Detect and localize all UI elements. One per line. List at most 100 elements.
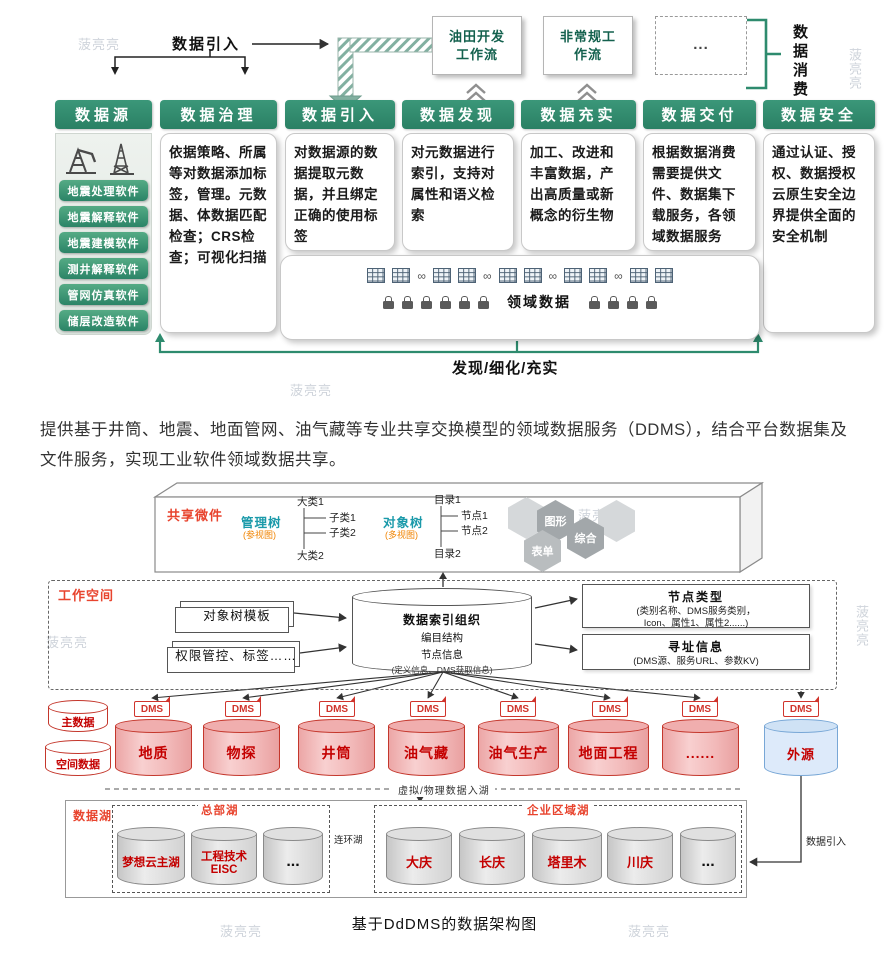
source-button-seismic-modeling: 地震建模软件 [59,232,148,253]
domain-data-box: ∞ ∞ ∞ ∞ 领域数据 [280,255,760,340]
dms-badge: DMS [500,696,536,717]
workspace-title: 工作空间 [58,588,115,603]
dms-badge: DMS [783,696,819,717]
card-data-discovery: 对元数据进行索引，支持对属性和语义检索 [402,133,514,251]
lake-cylinder-daqing: 大庆 [386,827,452,885]
link-infinity-icon: ∞ [614,268,623,283]
table-icon [523,268,542,283]
watermark: 菠亮亮 [847,48,862,90]
permission-tags-box: 权限管控、标签…… [167,641,300,673]
tree-node: 目录1 [434,494,461,506]
data-index-cylinder: 数据索引组织 编目结构 节点信息 (定义信息、DMS获取信息) [352,588,532,675]
domain-cylinder-more: ...... [662,719,739,776]
lock-icon [478,296,489,309]
source-button-pipeline-simulation: 管网仿真软件 [59,284,148,305]
workspace-box [48,580,837,690]
tree-node: 子类1 [329,512,356,524]
card-data-security: 通过认证、授权、数据授权云原生安全边界提供全面的安全机制 [763,133,875,333]
addressing-box: 寻址信息 (DMS源、服务URL、参数KV) [582,634,810,670]
domain-cylinder-reservoir: 油气藏 [388,719,465,776]
tree-node: 子类2 [329,527,356,539]
lock-icon [608,296,619,309]
watermark: 菠亮亮 [78,37,121,52]
hexagon-composite: 综合 [567,517,604,559]
domain-data-label: 领域数据 [507,294,571,310]
watermark: 菠亮亮 [220,924,263,939]
source-button-seismic-processing: 地震处理软件 [59,180,148,201]
table-icon [654,268,673,283]
lake-cylinder-dream-cloud: 梦想云主湖 [117,827,185,885]
watermark: 菠亮亮 [854,605,869,647]
management-tree-label: 管理树 [241,516,282,530]
spatial-data-cylinder: 空间数据 [45,740,111,776]
watermark: 菠亮亮 [46,635,89,650]
object-tree-sub: (多视图) [385,530,418,540]
index-title: 数据索引组织 [402,613,481,627]
card-data-governance: 依据策略、所属等对数据添加标签，管理。元数据、体数据匹配检查；CRS检查；可视化… [160,133,277,333]
derrick-icon [110,143,134,175]
lock-icon [589,296,600,309]
linked-lakes-label: 连环湖 [334,835,363,846]
pumpjack-icon [66,147,97,174]
card-data-ingestion: 对数据源的数据提取元数据，并且绑定正确的使用标签 [285,133,395,251]
workflow-box-unconventional: 非常规工 作流 [543,16,633,75]
domain-cylinder-production: 油气生产 [478,719,559,776]
lock-icon [421,296,432,309]
dms-badge: DMS [682,696,718,717]
column-header-data-discovery: 数据发现 [402,100,514,129]
link-infinity-icon: ∞ [548,268,558,283]
dms-badge: DMS [134,696,170,717]
tree-node: 大类2 [297,550,324,562]
domain-cylinder-geophysics: 物探 [203,719,280,776]
management-tree-sub: (参视图) [243,530,276,540]
object-tree-label: 对象树 [383,516,424,530]
lock-icon [646,296,657,309]
domain-cylinder-surface-engineering: 地面工程 [568,719,649,776]
domain-cylinder-wellbore: 井筒 [298,719,375,776]
addressing-title: 寻址信息 [667,640,724,654]
hexagon-forms: 表单 [524,530,561,572]
node-type-body: (类别名称、DMS服务类别， Icon、属性1、属性2......) [636,606,756,630]
column-header-data-enrichment: 数据充实 [521,100,636,129]
table-icon [392,268,411,283]
master-data-cylinder: 主数据 [48,700,108,732]
hq-lake-title: 总部湖 [198,802,242,818]
domain-data-icon-row: ∞ ∞ ∞ ∞ [281,268,759,283]
link-infinity-icon: ∞ [417,268,426,283]
index-line: 编目结构 [421,632,463,644]
tree-node: 大类1 [297,496,324,508]
consume-label: 数据消费 [791,24,808,100]
column-header-data-ingestion: 数据引入 [285,100,395,129]
index-line: 节点信息 [421,649,463,661]
object-tree-template-box: 对象树模板 [175,601,294,633]
table-icon [564,268,583,283]
lock-icon [383,296,394,309]
domain-data-lock-row: 领域数据 [281,292,759,312]
table-icon [367,268,386,283]
watermark: 菠亮亮 [290,383,333,398]
diagram-caption: 基于DdDMS的数据架构图 [351,916,538,933]
lock-icon [627,296,638,309]
card-data-enrichment: 加工、改进和丰富数据，产出高质量或新概念的衍生物 [521,133,636,251]
lake-cylinder-tarim: 塔里木 [532,827,602,885]
lake-cylinder-regional-more: ... [680,827,736,885]
table-icon [629,268,648,283]
lock-icon [440,296,451,309]
lock-icon [459,296,470,309]
tree-node: 节点2 [461,525,488,537]
ingest-right-label: 数据引入 [806,837,846,848]
external-source-cylinder: 外源 [764,719,838,776]
index-line: (定义信息、DMS获取信息) [391,665,493,675]
addressing-body: (DMS源、服务URL、参数KV) [633,656,759,667]
source-button-well-log-interpretation: 测井解释软件 [59,258,148,279]
workflow-box-more: ... [655,16,747,75]
workflow-box-oilfield-development: 油田开发 工作流 [432,16,522,75]
column-header-data-source: 数据源 [55,100,152,129]
domain-cylinder-geology: 地质 [115,719,192,776]
node-type-title: 节点类型 [667,590,724,604]
table-icon [457,268,476,283]
refine-label: 发现/细化/充实 [452,360,559,377]
link-infinity-icon: ∞ [482,268,492,283]
ingest-top-label: 数据引入 [172,36,241,53]
